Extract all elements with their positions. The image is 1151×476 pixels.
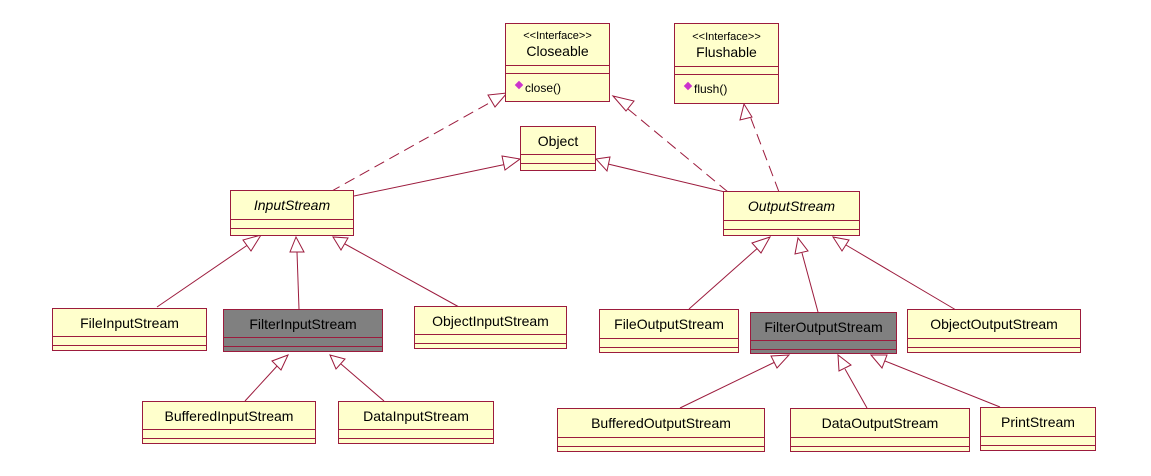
realization-outputstream-closeable: [611, 95, 729, 193]
filterinputstream-operations: [224, 346, 382, 351]
printstream-operations: [981, 445, 1095, 450]
objectoutputstream-name: ObjectOutputStream: [930, 316, 1058, 332]
filterinputstream-attributes: [224, 337, 382, 346]
dataoutputstream-operations: [791, 446, 969, 451]
objectinputstream-attributes: [415, 334, 566, 343]
class-inputstream[interactable]: InputStream: [230, 190, 354, 236]
flushable-stereotype: <<Interface>>: [692, 30, 761, 43]
generalization-inputstream-object: [353, 155, 522, 197]
bufferedinputstream-operations: [143, 438, 315, 443]
generalization-objectoutputstream-outputstream: [831, 236, 957, 311]
outputstream-name: OutputStream: [747, 198, 836, 214]
flushable-operations: flush(): [675, 74, 778, 103]
class-objectinputstream[interactable]: ObjectInputStream: [414, 306, 567, 349]
fileoutputstream-attributes: [600, 338, 738, 347]
objectinputstream-operations: [415, 343, 566, 348]
outputstream-operations: [724, 229, 859, 235]
generalization-fileoutputstream-outputstream: [688, 236, 772, 310]
outputstream-attributes: [724, 220, 859, 229]
flushable-attributes: [675, 66, 778, 74]
generalization-objectinputstream-inputstream: [332, 236, 460, 308]
filteroutputstream-operations: [751, 349, 896, 353]
public-operation-icon: [683, 81, 693, 91]
bufferedinputstream-name: BufferedInputStream: [164, 407, 294, 424]
inputstream-attributes: [231, 219, 353, 228]
closeable-name: Closeable: [526, 43, 589, 59]
class-bufferedoutputstream[interactable]: BufferedOutputStream: [557, 408, 765, 452]
flushable-name: Flushable: [696, 43, 757, 60]
public-operation-icon: [514, 80, 524, 89]
class-printstream[interactable]: PrintStream: [980, 407, 1096, 451]
generalization-fileinputstream-inputstream: [156, 234, 263, 308]
close-operation: close(): [506, 74, 609, 101]
filteroutputstream-name: FilterOutputStream: [764, 318, 883, 335]
datainputstream-name: DataInputStream: [363, 407, 469, 424]
generalization-dataoutputstream-filteroutputstream: [837, 353, 868, 409]
class-fileinputstream[interactable]: FileInputStream: [52, 308, 207, 351]
printstream-attributes: [981, 436, 1095, 445]
fileinputstream-operations: [53, 345, 206, 350]
class-filteroutputstream[interactable]: FilterOutputStream: [750, 312, 897, 354]
closeable-operations: close(): [506, 73, 609, 101]
datainputstream-operations: [339, 438, 493, 443]
filterinputstream-name: FilterInputStream: [249, 315, 357, 332]
inputstream-operations: [231, 228, 353, 235]
flush-operation-label: flush(): [694, 82, 728, 96]
generalization-datainputstream-filterinputstream: [329, 354, 385, 402]
printstream-name: PrintStream: [1001, 414, 1075, 430]
class-filterinputstream[interactable]: FilterInputStream: [223, 309, 383, 352]
class-flushable[interactable]: <<Interface>> Flushable flush(): [674, 23, 779, 104]
datainputstream-attributes: [339, 429, 493, 438]
generalization-filteroutputstream-outputstream: [794, 236, 819, 313]
class-object[interactable]: Object: [520, 126, 596, 171]
realization-inputstream-closeable: [329, 92, 509, 193]
class-objectoutputstream[interactable]: ObjectOutputStream: [907, 309, 1081, 353]
closeable-attributes: [506, 65, 609, 73]
filteroutputstream-attributes: [751, 340, 896, 349]
generalization-printstream-filteroutputstream: [869, 354, 1001, 408]
generalization-bufferedoutputstream-filteroutputstream: [679, 354, 791, 409]
objectinputstream-name: ObjectInputStream: [432, 312, 549, 329]
class-bufferedinputstream[interactable]: BufferedInputStream: [142, 401, 316, 444]
realization-outputstream-flushable: [739, 102, 780, 193]
fileoutputstream-operations: [600, 347, 738, 352]
objectoutputstream-attributes: [908, 338, 1080, 347]
inputstream-name: InputStream: [253, 197, 331, 213]
class-closeable[interactable]: <<Interface>> Closeable close(): [505, 23, 610, 102]
bufferedoutputstream-name: BufferedOutputStream: [591, 415, 731, 431]
fileinputstream-attributes: [53, 336, 206, 345]
dataoutputstream-attributes: [791, 437, 969, 446]
objectoutputstream-operations: [908, 347, 1080, 352]
closeable-stereotype: <<Interface>>: [523, 30, 592, 42]
close-operation-label: close(): [525, 80, 562, 95]
class-dataoutputstream[interactable]: DataOutputStream: [790, 408, 970, 452]
dataoutputstream-name: DataOutputStream: [821, 415, 939, 431]
generalization-outputstream-object: [594, 156, 726, 193]
generalization-filterinputstream-inputstream: [289, 235, 305, 310]
bufferedoutputstream-attributes: [558, 437, 764, 446]
class-flushable-header: <<Interface>> Flushable: [675, 24, 778, 66]
object-attributes: [521, 154, 595, 163]
bufferedinputstream-attributes: [143, 429, 315, 438]
class-closeable-header: <<Interface>> Closeable: [506, 24, 609, 65]
flush-operation: flush(): [675, 75, 778, 103]
bufferedoutputstream-operations: [558, 446, 764, 451]
object-operations: [521, 163, 595, 170]
class-datainputstream[interactable]: DataInputStream: [338, 401, 494, 444]
generalization-bufferedinputstream-filterinputstream: [244, 354, 289, 402]
fileoutputstream-name: FileOutputStream: [614, 316, 724, 332]
fileinputstream-name: FileInputStream: [80, 314, 179, 331]
class-outputstream[interactable]: OutputStream: [723, 191, 860, 236]
object-name: Object: [537, 132, 579, 149]
class-fileoutputstream[interactable]: FileOutputStream: [599, 309, 739, 353]
